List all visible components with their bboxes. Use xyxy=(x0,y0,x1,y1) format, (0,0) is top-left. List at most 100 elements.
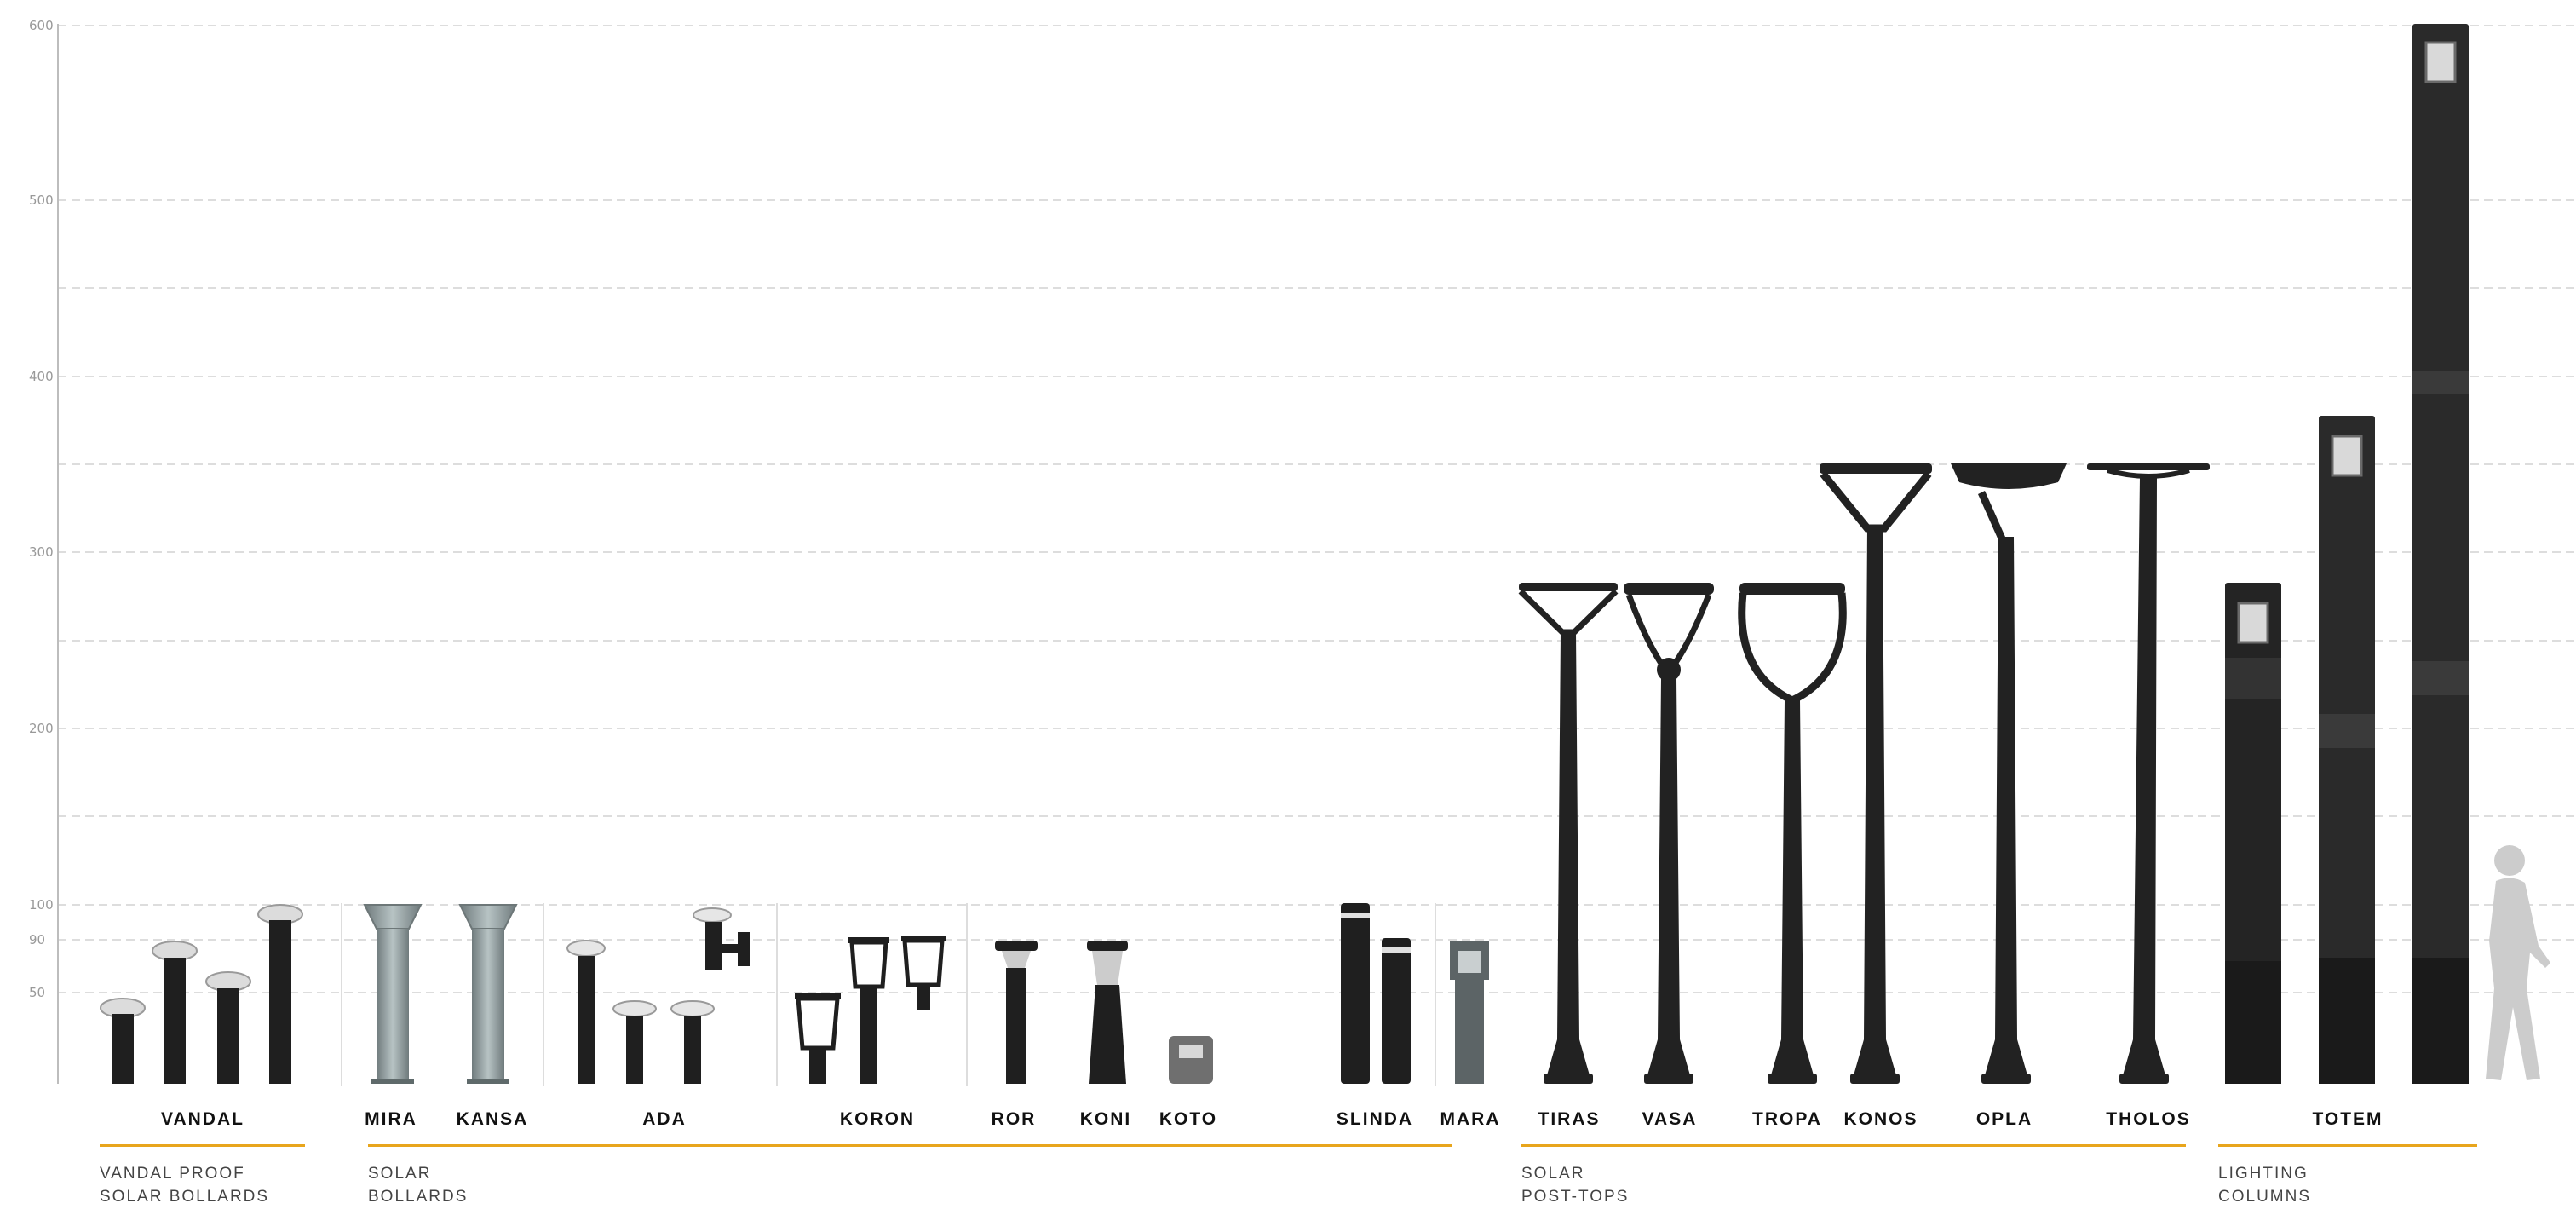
group-caption-line: LIGHTING xyxy=(2218,1165,2309,1183)
bollard-post xyxy=(809,1048,826,1084)
bollard-base xyxy=(371,1079,414,1084)
product-label-ada: ADA xyxy=(642,1109,687,1129)
bollard-base xyxy=(467,1079,509,1084)
lamp-arm xyxy=(1978,491,2005,540)
lamp-head xyxy=(1739,583,1845,595)
group-underline xyxy=(100,1144,305,1147)
bollard-post xyxy=(1455,980,1484,1084)
bollard-post xyxy=(578,956,595,1084)
lamp-head xyxy=(670,1000,715,1017)
totem-column xyxy=(2225,583,2281,1084)
lantern xyxy=(796,996,840,1051)
group-caption: SOLAR BOLLARDS xyxy=(368,1162,468,1208)
pole-base xyxy=(1981,1074,2031,1084)
totem-lower xyxy=(2225,961,2281,1084)
tick-label: 200 xyxy=(29,721,54,736)
product-label-kansa: KANSA xyxy=(456,1109,529,1129)
lamp-head xyxy=(1519,583,1618,591)
slinda-mara-fixtures xyxy=(1341,903,1489,1084)
product-label-konos: KONOS xyxy=(1843,1109,1918,1129)
solar-panel xyxy=(2237,602,2269,644)
totem-band xyxy=(2225,658,2281,699)
pole-base xyxy=(1544,1074,1593,1084)
group-underline xyxy=(2218,1144,2477,1147)
product-label-mira: MIRA xyxy=(365,1109,417,1129)
totem-band xyxy=(2412,661,2469,695)
group-underline xyxy=(368,1144,1452,1147)
group-caption-line: POST-TOPS xyxy=(1521,1188,1630,1206)
lamp-head xyxy=(1951,463,2067,489)
koto-window xyxy=(1179,1045,1203,1058)
bollard-post xyxy=(1341,903,1370,1084)
mira-kansa-fixtures xyxy=(363,904,518,1084)
lamp-loop xyxy=(1738,592,1847,705)
pole-collar xyxy=(1657,658,1681,682)
ada-fixtures xyxy=(566,907,750,1084)
bollard-post xyxy=(269,920,291,1084)
pole-base xyxy=(1644,1074,1693,1084)
product-label-opla: OPLA xyxy=(1975,1109,2033,1129)
totem-column xyxy=(2412,24,2469,1084)
totem-band xyxy=(2319,714,2375,748)
totem-lower xyxy=(2412,958,2469,1084)
lantern-top xyxy=(901,936,946,941)
lamp-head xyxy=(995,941,1038,951)
totem-lower xyxy=(2319,958,2375,1084)
group-dividers xyxy=(341,903,1436,1086)
product-label-koron: KORON xyxy=(839,1109,916,1129)
bollard-post xyxy=(1382,938,1411,1084)
ror-koni-koto-fixtures xyxy=(995,941,1213,1084)
lamp-head xyxy=(1624,583,1714,595)
bollard-post xyxy=(860,987,877,1084)
wall-plate xyxy=(738,932,750,966)
lamp-head xyxy=(1820,463,1932,474)
group-caption: LIGHTING COLUMNS xyxy=(2218,1162,2311,1208)
group-caption-line: SOLAR xyxy=(1521,1165,1585,1183)
wall-bracket xyxy=(721,944,738,953)
product-label-tiras: TIRAS xyxy=(1538,1109,1601,1129)
lamp-head xyxy=(612,1000,657,1017)
product-label-tropa: TROPA xyxy=(1752,1109,1822,1129)
lamp-head xyxy=(693,907,732,923)
light-band xyxy=(1382,947,1411,953)
lamp-window xyxy=(1458,951,1481,973)
lamp-head xyxy=(363,904,423,930)
tick-label: 500 xyxy=(29,193,54,208)
tick-label: 100 xyxy=(29,897,54,913)
pole-base xyxy=(2119,1074,2169,1084)
product-label-ror: ROR xyxy=(991,1109,1037,1129)
pole xyxy=(1771,700,1814,1075)
light-band xyxy=(1341,913,1370,918)
axis-ticks: 100 90 50 200 300 400 500 600 xyxy=(29,18,54,1000)
pole-base xyxy=(1768,1074,1817,1084)
lantern-base xyxy=(917,985,930,1010)
lamp-shade xyxy=(1002,951,1031,968)
tick-label: 400 xyxy=(29,369,54,384)
lamp-head xyxy=(2087,463,2210,470)
lamp-shade xyxy=(1092,951,1123,985)
pole xyxy=(2123,477,2165,1075)
gridlines xyxy=(58,25,2576,993)
lamp-head xyxy=(458,904,518,930)
pole xyxy=(1985,537,2027,1075)
tick-label: 50 xyxy=(29,985,45,1000)
bollard-post xyxy=(217,988,239,1084)
lamp-head xyxy=(1087,941,1128,951)
lamp-frame xyxy=(1518,589,1619,636)
group-caption-line: BOLLARDS xyxy=(368,1188,469,1206)
koron-fixtures xyxy=(795,936,946,1084)
totem-fixtures xyxy=(2225,24,2469,1084)
pole-base xyxy=(1850,1074,1900,1084)
tick-label: 90 xyxy=(29,932,45,947)
tick-label: 300 xyxy=(29,544,54,560)
lantern-top xyxy=(795,993,841,999)
lamp-head xyxy=(205,971,251,992)
product-label-koto: KOTO xyxy=(1159,1109,1218,1129)
group-caption-line: COLUMNS xyxy=(2218,1188,2312,1206)
product-label-vandal: VANDAL xyxy=(161,1109,244,1129)
bollard-post xyxy=(112,1014,134,1084)
lantern xyxy=(849,940,888,989)
pole xyxy=(1854,528,1896,1075)
bollard-post xyxy=(472,929,504,1082)
bollard-post xyxy=(1089,985,1126,1084)
